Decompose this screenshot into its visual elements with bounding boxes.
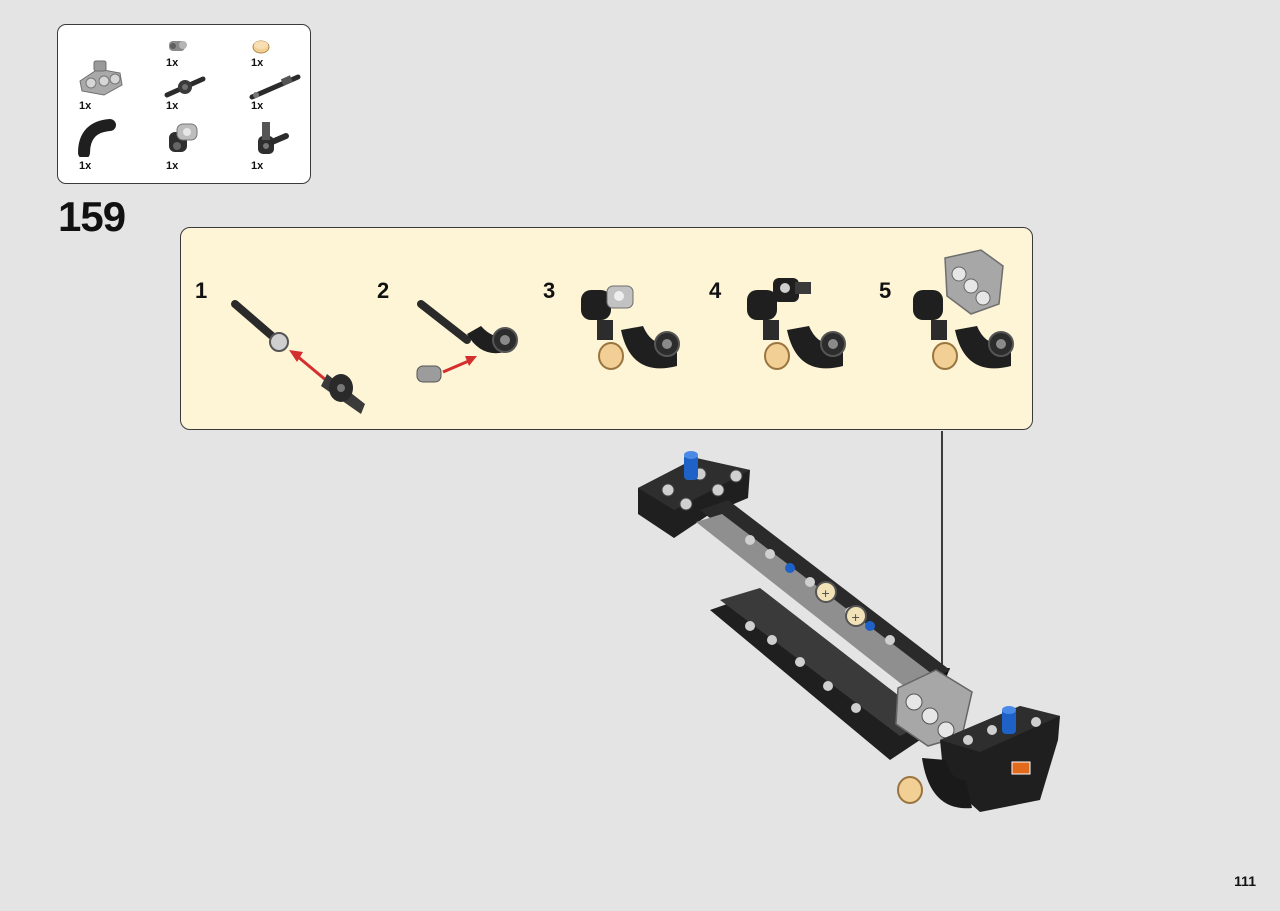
part-item: 1x (248, 120, 308, 172)
sub-step-2-illustration (416, 300, 518, 383)
sub-step: 5 (879, 228, 1039, 428)
tan-bush-icon (252, 40, 270, 54)
sub-step-4-illustration (747, 278, 846, 370)
blue-pin (684, 454, 698, 480)
part-item: 1x (248, 35, 308, 85)
black-cross-block-icon (169, 123, 198, 152)
sub-step-1-illustration (231, 300, 365, 414)
sub-step: 2 (377, 228, 537, 428)
parts-list-panel: 1x 1x 1x 1x 1x (57, 24, 311, 184)
main-model-illustration: + + (638, 451, 1060, 812)
black-axle-connector-icon (164, 76, 206, 98)
sub-step-number: 3 (543, 278, 556, 303)
sub-step-number: 2 (377, 278, 390, 303)
svg-text:+: + (851, 611, 860, 624)
black-curved-beam-icon (78, 119, 116, 157)
sub-step-5-illustration (913, 249, 1014, 370)
svg-text:+: + (821, 587, 830, 600)
part-item: 1x (163, 120, 223, 172)
sub-step-number: 4 (709, 278, 722, 303)
sub-step-number: 1 (195, 278, 208, 303)
sub-step: 4 (709, 228, 869, 428)
black-angle-connector-icon (258, 122, 289, 154)
sub-step-number: 5 (879, 278, 892, 303)
sub-step: 1 (195, 228, 375, 428)
part-item: 1x (163, 35, 223, 85)
page-number: 111 (1234, 873, 1256, 889)
sub-step: 3 (543, 228, 703, 428)
part-item: 1x (76, 55, 136, 112)
part-item: 1x (163, 73, 223, 123)
blue-pin (1002, 708, 1016, 734)
gray-axle-pin-connector-icon (169, 41, 187, 51)
black-axle-icon (249, 74, 301, 100)
sub-assembly-panel: 1 2 3 (180, 227, 1033, 430)
gray-triple-beam-icon (79, 60, 123, 96)
part-item: 1x (248, 73, 308, 123)
part-item: 1x (76, 117, 136, 172)
sub-step-3-illustration (581, 285, 680, 370)
step-number: 159 (58, 193, 126, 240)
